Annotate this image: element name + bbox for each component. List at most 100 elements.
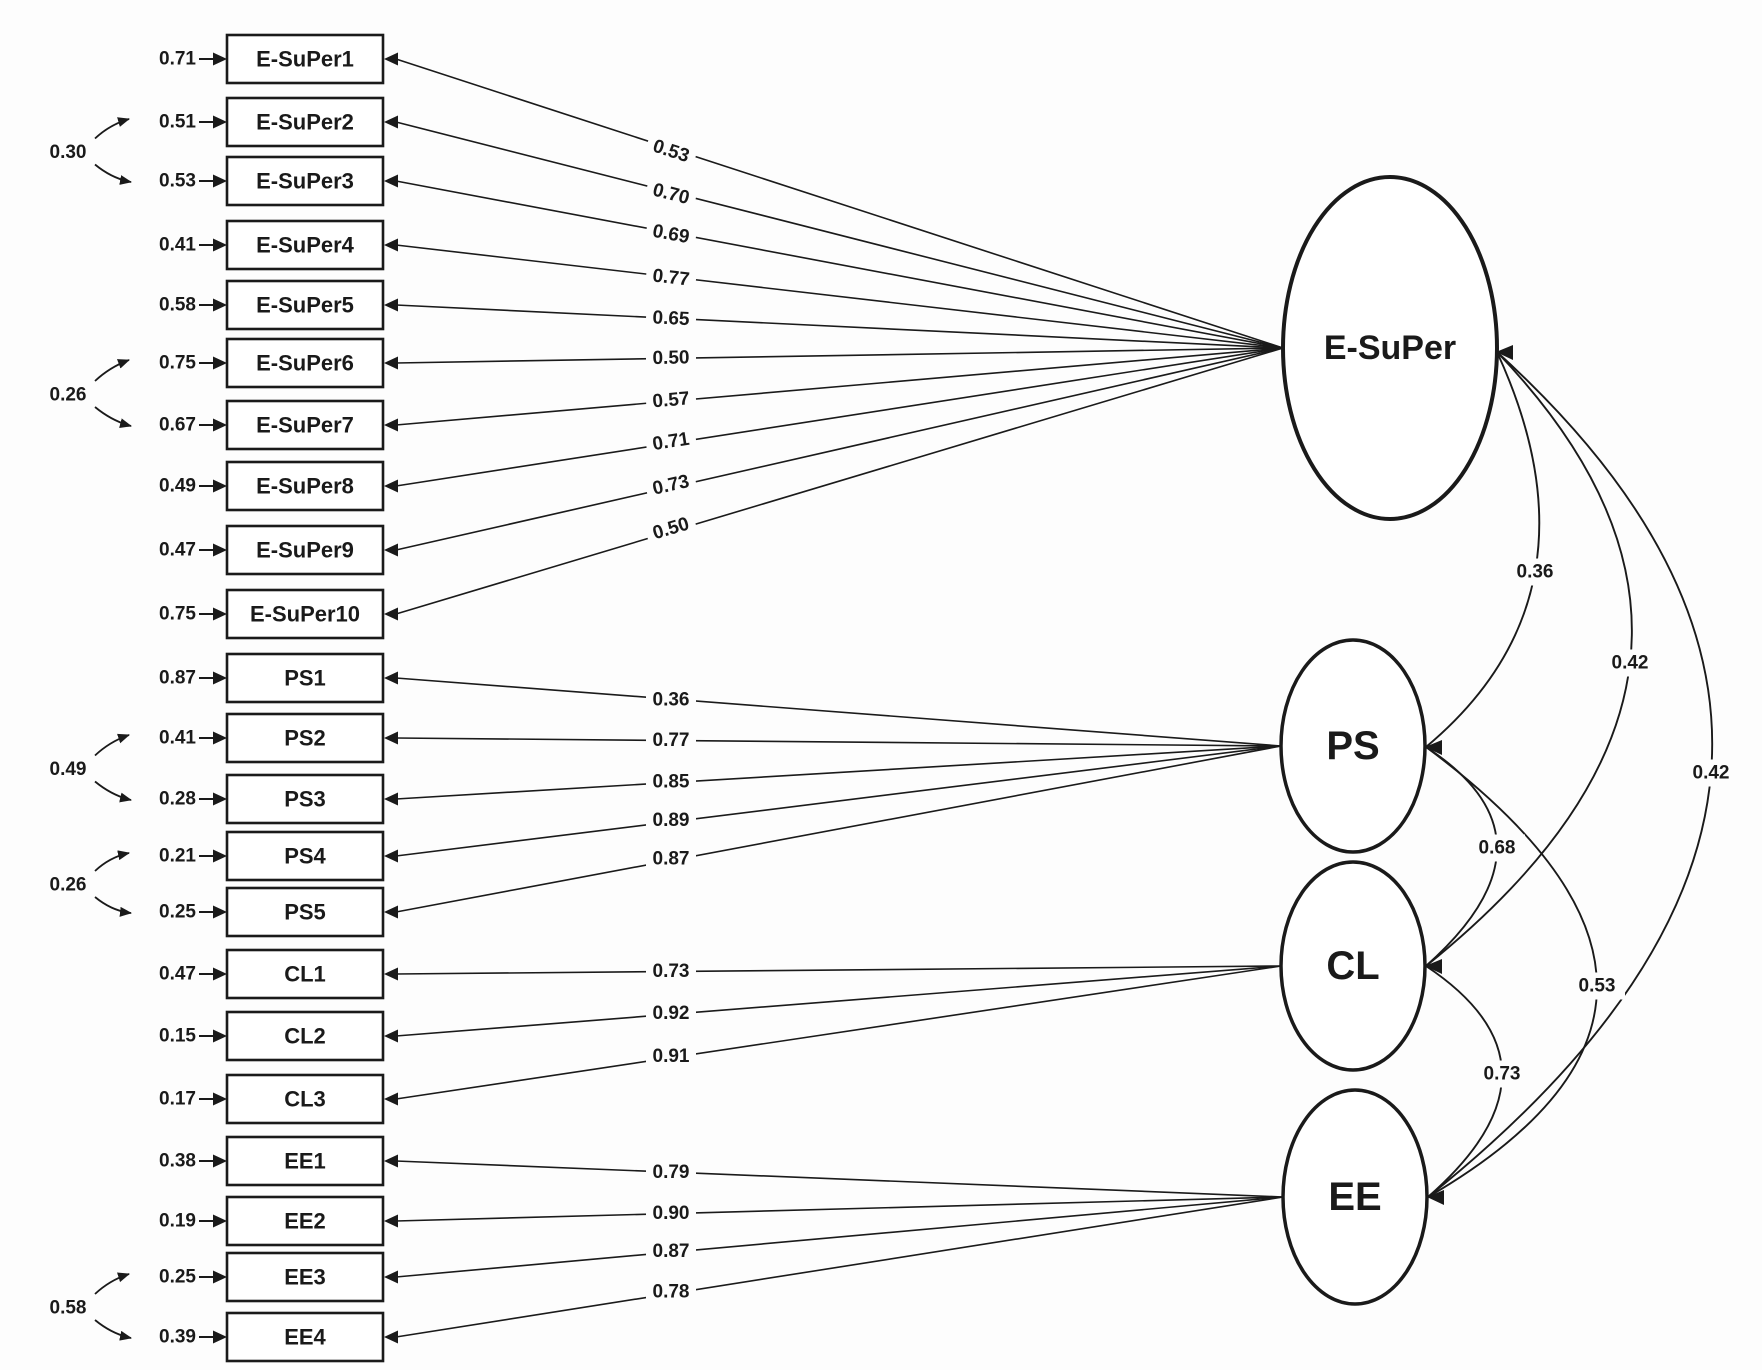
error-arrowhead-icon	[213, 418, 227, 432]
indicator-label: E-SuPer9	[256, 538, 354, 563]
error-arrowhead-icon	[213, 298, 227, 312]
error-arrowhead-icon	[213, 52, 227, 66]
loading-arrowhead-icon	[384, 238, 398, 252]
label-backing	[1474, 1060, 1530, 1088]
loading-arrow	[395, 745, 1282, 857]
latent-label: E-SuPer	[1324, 329, 1456, 367]
error-value: 0.58	[159, 295, 196, 316]
error-value: 0.41	[159, 235, 196, 256]
error-arrowhead-icon	[213, 115, 227, 129]
error-value: 0.47	[159, 540, 196, 561]
label-backing	[646, 1239, 696, 1264]
error-covariance-arrow-upper	[94, 733, 130, 757]
loading-label: 0.79	[653, 1162, 690, 1183]
loading-arrow	[395, 347, 1284, 487]
loading-arrow	[395, 1196, 1284, 1278]
error-value: 0.39	[159, 1327, 196, 1348]
loading-label: 0.92	[653, 1003, 690, 1024]
indicator-label: CL2	[284, 1024, 326, 1049]
error-covariance-arrow-lower	[94, 163, 132, 185]
correlation-label: 0.42	[1693, 763, 1730, 784]
latent-label: PS	[1326, 724, 1379, 768]
loading-arrowhead-icon	[384, 174, 398, 188]
correlation-arrowhead-icon	[1425, 959, 1442, 974]
label-backing	[1507, 558, 1563, 586]
loading-label: 0.87	[653, 1241, 690, 1262]
error-covariance-arrow-lower	[94, 780, 132, 803]
correlation-label: 0.53	[1579, 976, 1616, 997]
loading-arrow	[395, 965, 1282, 1100]
loading-arrowhead-icon	[384, 1154, 398, 1168]
label-backing	[644, 263, 698, 293]
correlation-label: 0.73	[1484, 1064, 1521, 1085]
indicator-label: E-SuPer3	[256, 169, 354, 194]
loading-arrowhead-icon	[384, 418, 398, 432]
label-backing	[646, 687, 696, 712]
error-value: 0.51	[159, 112, 196, 133]
loading-label: 0.70	[651, 180, 692, 209]
loading-arrow	[395, 347, 1284, 551]
error-value: 0.17	[159, 1089, 196, 1110]
indicator-label: CL1	[284, 962, 326, 987]
error-covariance-label: 0.58	[50, 1298, 87, 1319]
label-backing	[645, 386, 697, 415]
loading-label: 0.90	[653, 1203, 690, 1224]
indicator-box-PS4	[225, 830, 385, 882]
error-arrowhead-icon	[213, 1092, 227, 1106]
label-backing	[643, 468, 699, 503]
loading-arrow	[395, 304, 1284, 349]
error-value: 0.28	[159, 789, 196, 810]
indicator-label: PS2	[284, 726, 326, 751]
error-arrowhead-icon	[213, 967, 227, 981]
loading-arrowhead-icon	[384, 1270, 398, 1284]
indicator-label: EE1	[284, 1149, 326, 1174]
loading-arrow	[395, 1196, 1284, 1338]
indicator-box-E-SuPer1	[225, 33, 385, 85]
loading-arrow	[395, 58, 1284, 349]
loading-arrow	[395, 1160, 1284, 1198]
loading-arrowhead-icon	[384, 671, 398, 685]
error-value: 0.15	[159, 1026, 196, 1047]
loading-arrow	[395, 121, 1284, 349]
error-arrowhead-icon	[213, 479, 227, 493]
indicator-label: PS3	[284, 787, 326, 812]
indicator-label: PS4	[284, 844, 326, 869]
loading-arrow	[395, 745, 1282, 800]
latent-ellipse-E-SuPer	[1281, 175, 1499, 521]
label-backing	[643, 176, 699, 213]
error-value: 0.71	[159, 49, 196, 70]
indicator-label: E-SuPer4	[256, 233, 355, 258]
error-covariance-arrow-upper	[94, 850, 130, 872]
label-backing	[646, 1044, 696, 1069]
error-covariance-label: 0.30	[50, 142, 87, 163]
error-arrowhead-icon	[213, 356, 227, 370]
correlation-curve	[1427, 351, 1714, 1198]
error-value: 0.21	[159, 846, 196, 867]
loading-arrowhead-icon	[384, 479, 398, 493]
indicator-label: EE4	[284, 1325, 326, 1350]
error-value: 0.25	[159, 1267, 196, 1288]
loading-label: 0.50	[650, 514, 691, 545]
error-value: 0.19	[159, 1211, 196, 1232]
loading-label: 0.36	[653, 689, 690, 710]
error-arrowhead-icon	[213, 174, 227, 188]
loading-arrow	[395, 347, 1284, 426]
error-covariance-arrow-lower	[94, 406, 132, 429]
error-covariance-label: 0.49	[50, 759, 87, 780]
error-value: 0.87	[159, 668, 196, 689]
error-value: 0.49	[159, 476, 196, 497]
error-covariance-arrow-upper	[94, 117, 130, 140]
indicator-box-PS5	[225, 886, 385, 938]
error-arrowhead-icon	[213, 543, 227, 557]
loading-arrowhead-icon	[384, 298, 398, 312]
loading-label: 0.53	[650, 136, 692, 167]
correlation-arrowhead-icon	[1496, 345, 1513, 360]
error-covariance-label: 0.26	[50, 385, 87, 406]
loading-label: 0.85	[653, 772, 690, 793]
error-arrowhead-icon	[213, 731, 227, 745]
error-value: 0.38	[159, 1151, 196, 1172]
indicator-box-E-SuPer6	[225, 337, 385, 389]
error-value: 0.25	[159, 902, 196, 923]
indicator-label: E-SuPer10	[250, 602, 360, 627]
loading-arrow	[395, 347, 1284, 615]
